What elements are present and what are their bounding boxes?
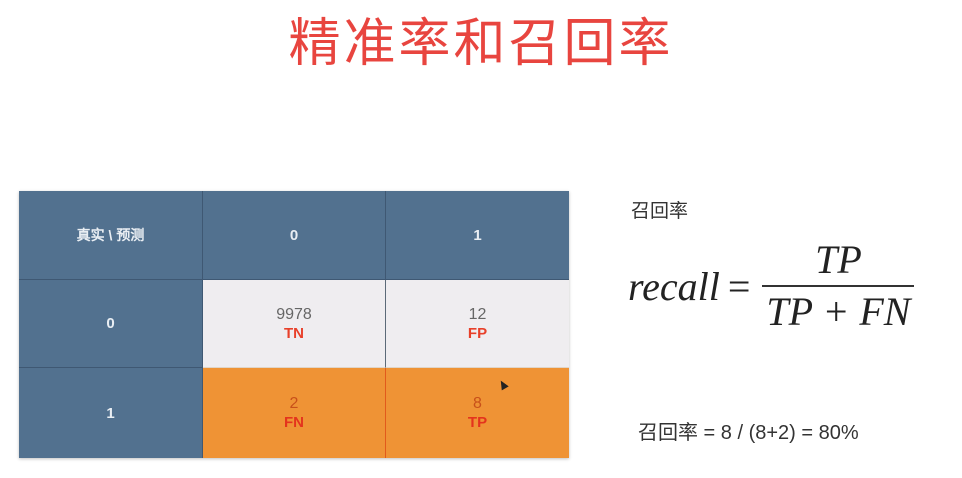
matrix-corner-label: 真实 \ 预测 <box>19 191 203 280</box>
cell-tag: FP <box>467 324 488 342</box>
cell-value: 12 <box>468 305 487 323</box>
cell-value: 2 <box>289 395 299 412</box>
col-header-0: 0 <box>203 191 386 280</box>
cell-tag: TP <box>467 414 488 431</box>
formula-lhs: recall <box>628 263 720 309</box>
row-header-0: 0 <box>19 280 203 368</box>
col-header-1: 1 <box>386 191 569 280</box>
cell-tp: 8 TP <box>386 368 569 458</box>
cell-tag: FN <box>284 414 304 431</box>
confusion-matrix: 真实 \ 预测 0 1 0 9978 TN 12 FP 1 2 FN 8 TP <box>19 191 569 458</box>
formula-fraction: TP TP + FN <box>762 237 915 334</box>
recall-formula: recall = TP TP + FN <box>628 236 915 336</box>
fraction-bar <box>762 285 915 287</box>
cell-fn: 2 FN <box>203 368 386 458</box>
recall-result: 召回率 = 8 / (8+2) = 80% <box>638 422 859 444</box>
cell-value: 9978 <box>276 305 312 323</box>
cell-tag: TN <box>284 324 304 342</box>
cell-fp: 12 FP <box>386 280 569 368</box>
formula-label: 召回率 <box>631 200 689 222</box>
slide-title: 精准率和召回率 <box>288 14 674 74</box>
formula-denominator: TP + FN <box>766 289 911 334</box>
cell-tn: 9978 TN <box>203 280 386 368</box>
cell-value: 8 <box>473 395 482 412</box>
formula-equals: = <box>727 263 751 309</box>
formula-numerator: TP <box>815 237 862 282</box>
row-header-1: 1 <box>19 368 203 458</box>
